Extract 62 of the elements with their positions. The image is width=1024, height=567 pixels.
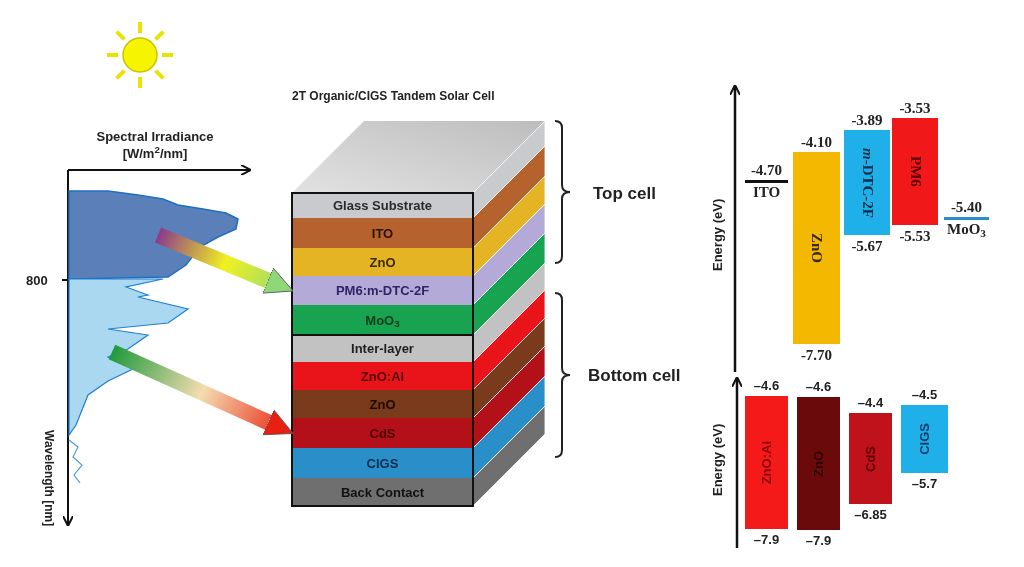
axis-label: Wavelength [nm] bbox=[41, 430, 57, 529]
material-label: MoO$_{3}$ bbox=[947, 220, 986, 239]
layer-label: CdS bbox=[369, 426, 396, 440]
energy-value: -3.53 bbox=[898, 100, 932, 116]
axis-label: Spectral Irradiance [W/m$^{2}$/nm] bbox=[95, 128, 215, 162]
energy-band-bar bbox=[901, 405, 948, 473]
layer-band bbox=[292, 193, 473, 218]
energy-value: –4.5 bbox=[910, 387, 939, 403]
energy-value: –7.9 bbox=[804, 533, 833, 549]
energy-value: -7.70 bbox=[799, 347, 834, 363]
energy-value: –6.85 bbox=[853, 507, 888, 523]
axis-label: Energy (eV) bbox=[709, 422, 726, 499]
layer-band bbox=[292, 390, 473, 418]
energy-value: –7.9 bbox=[752, 532, 781, 548]
layer-label: Back Contact bbox=[340, 485, 425, 499]
energy-value: -5.53 bbox=[898, 228, 932, 244]
material-label: ITO bbox=[752, 183, 781, 202]
energy-value: –4.6 bbox=[752, 378, 781, 394]
energy-value: –4.6 bbox=[804, 379, 833, 395]
axis-label: Energy (eV) bbox=[709, 197, 726, 274]
material-label: CIGS bbox=[918, 423, 931, 455]
layer-band bbox=[292, 335, 473, 362]
layer-label: PM6:m-DTC-2F bbox=[335, 284, 430, 297]
layer-label: MoO$_{3}$ bbox=[365, 313, 400, 327]
energy-band-bar bbox=[844, 130, 890, 235]
layer-label: ZnO:Al bbox=[360, 369, 405, 383]
layer-label: ZnO bbox=[369, 397, 396, 411]
layer-band bbox=[292, 248, 473, 276]
energy-value: -5.67 bbox=[850, 238, 884, 254]
energy-band-bar bbox=[892, 118, 938, 225]
axis-label: 800 bbox=[26, 272, 48, 290]
layer-label: ITO bbox=[371, 226, 394, 240]
energy-band-bar bbox=[797, 397, 840, 530]
layer-band bbox=[292, 362, 473, 390]
energy-value: -3.89 bbox=[850, 112, 884, 128]
material-label: CdS bbox=[864, 445, 877, 472]
layer-label: ZnO bbox=[369, 255, 396, 269]
energy-band-bar bbox=[745, 396, 788, 529]
layer-band bbox=[292, 276, 473, 305]
layer-band bbox=[292, 305, 473, 335]
energy-value: -5.40 bbox=[949, 199, 984, 215]
energy-value: -4.10 bbox=[799, 134, 834, 150]
material-label: ZnO bbox=[812, 450, 825, 477]
axis-label: Bottom cell bbox=[588, 365, 681, 387]
material-label: PM6 bbox=[907, 156, 923, 187]
layer-label: Inter-layer bbox=[351, 342, 414, 355]
diagram-title: 2T Organic/CIGS Tandem Solar Cell bbox=[292, 88, 496, 105]
energy-value: –4.4 bbox=[856, 395, 885, 411]
energy-value: –5.7 bbox=[910, 476, 939, 492]
energy-band-bar bbox=[793, 152, 840, 344]
energy-band-bar bbox=[849, 413, 892, 504]
material-label: m-DTC-2F bbox=[859, 147, 875, 218]
energy-value: -4.70 bbox=[749, 162, 784, 178]
layer-band bbox=[292, 478, 473, 506]
layer-label: CIGS bbox=[366, 456, 399, 470]
layer-band bbox=[292, 448, 473, 478]
layer-band bbox=[292, 418, 473, 448]
layer-band bbox=[292, 218, 473, 248]
material-label: ZnO bbox=[809, 233, 824, 263]
material-label: ZnO:Al bbox=[760, 440, 773, 485]
axis-label: Top cell bbox=[593, 183, 656, 205]
layer-label: Glass Substrate bbox=[333, 199, 432, 212]
